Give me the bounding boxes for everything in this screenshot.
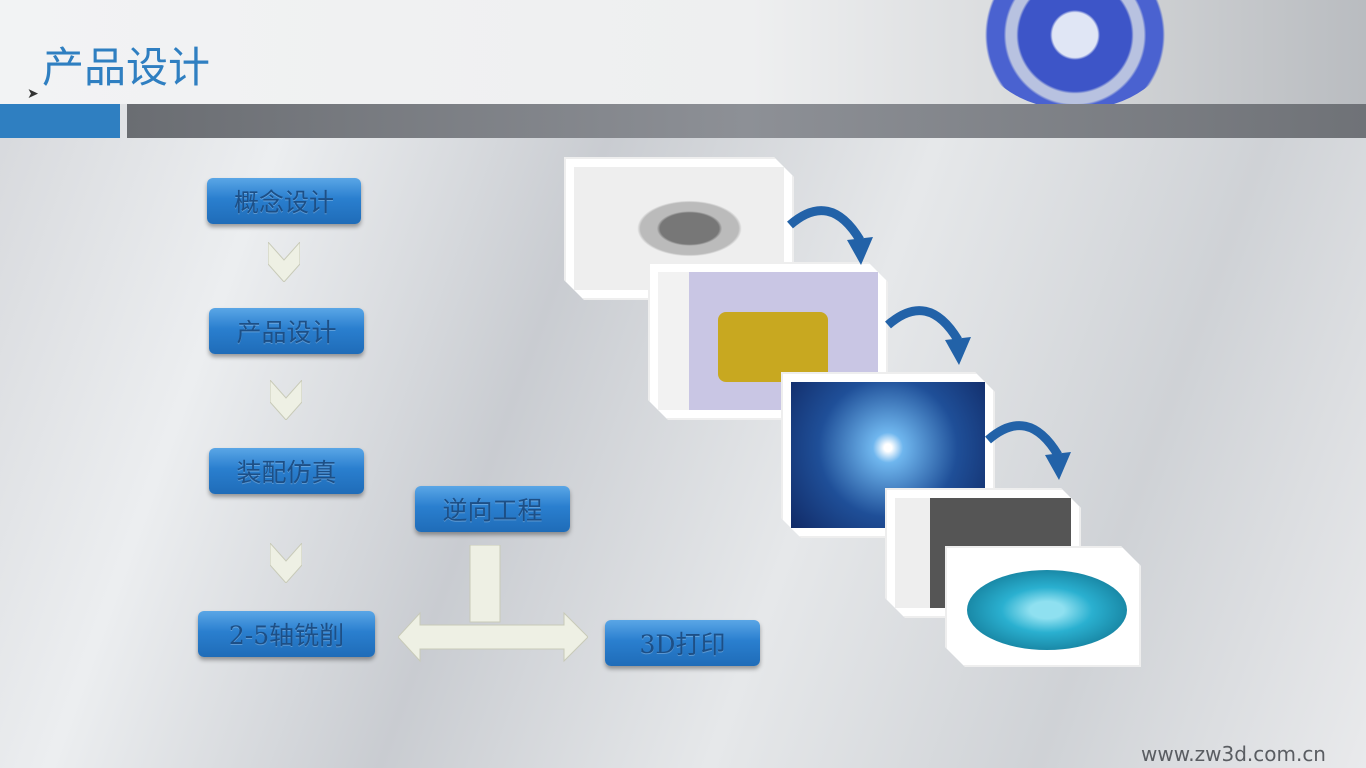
mouse-cursor-icon: ➤ (27, 86, 39, 102)
concept-design-box: 概念设计 (207, 178, 361, 224)
chevron-down-icon (270, 380, 302, 420)
curved-arrow-icon (787, 206, 873, 265)
header-bar (127, 104, 1366, 138)
assembly-simulation-box: 装配仿真 (209, 448, 364, 494)
t-arrow-icon (398, 545, 588, 663)
3d-printing-box: 3D打印 (605, 620, 760, 666)
milling-box: 2-5轴铣削 (198, 611, 375, 657)
slide-title: 产品设计 (42, 43, 211, 92)
reverse-engineering-box: 逆向工程 (415, 486, 570, 532)
chevron-down-icon (270, 543, 302, 583)
product-design-box: 产品设计 (209, 308, 364, 354)
curved-arrow-icon (885, 306, 971, 365)
impeller-image (945, 546, 1141, 667)
curved-arrow-icon (985, 421, 1071, 480)
header-bar-accent (0, 104, 120, 138)
chevron-down-icon (268, 242, 300, 282)
website-url: www.zw3d.com.cn (1141, 742, 1326, 766)
